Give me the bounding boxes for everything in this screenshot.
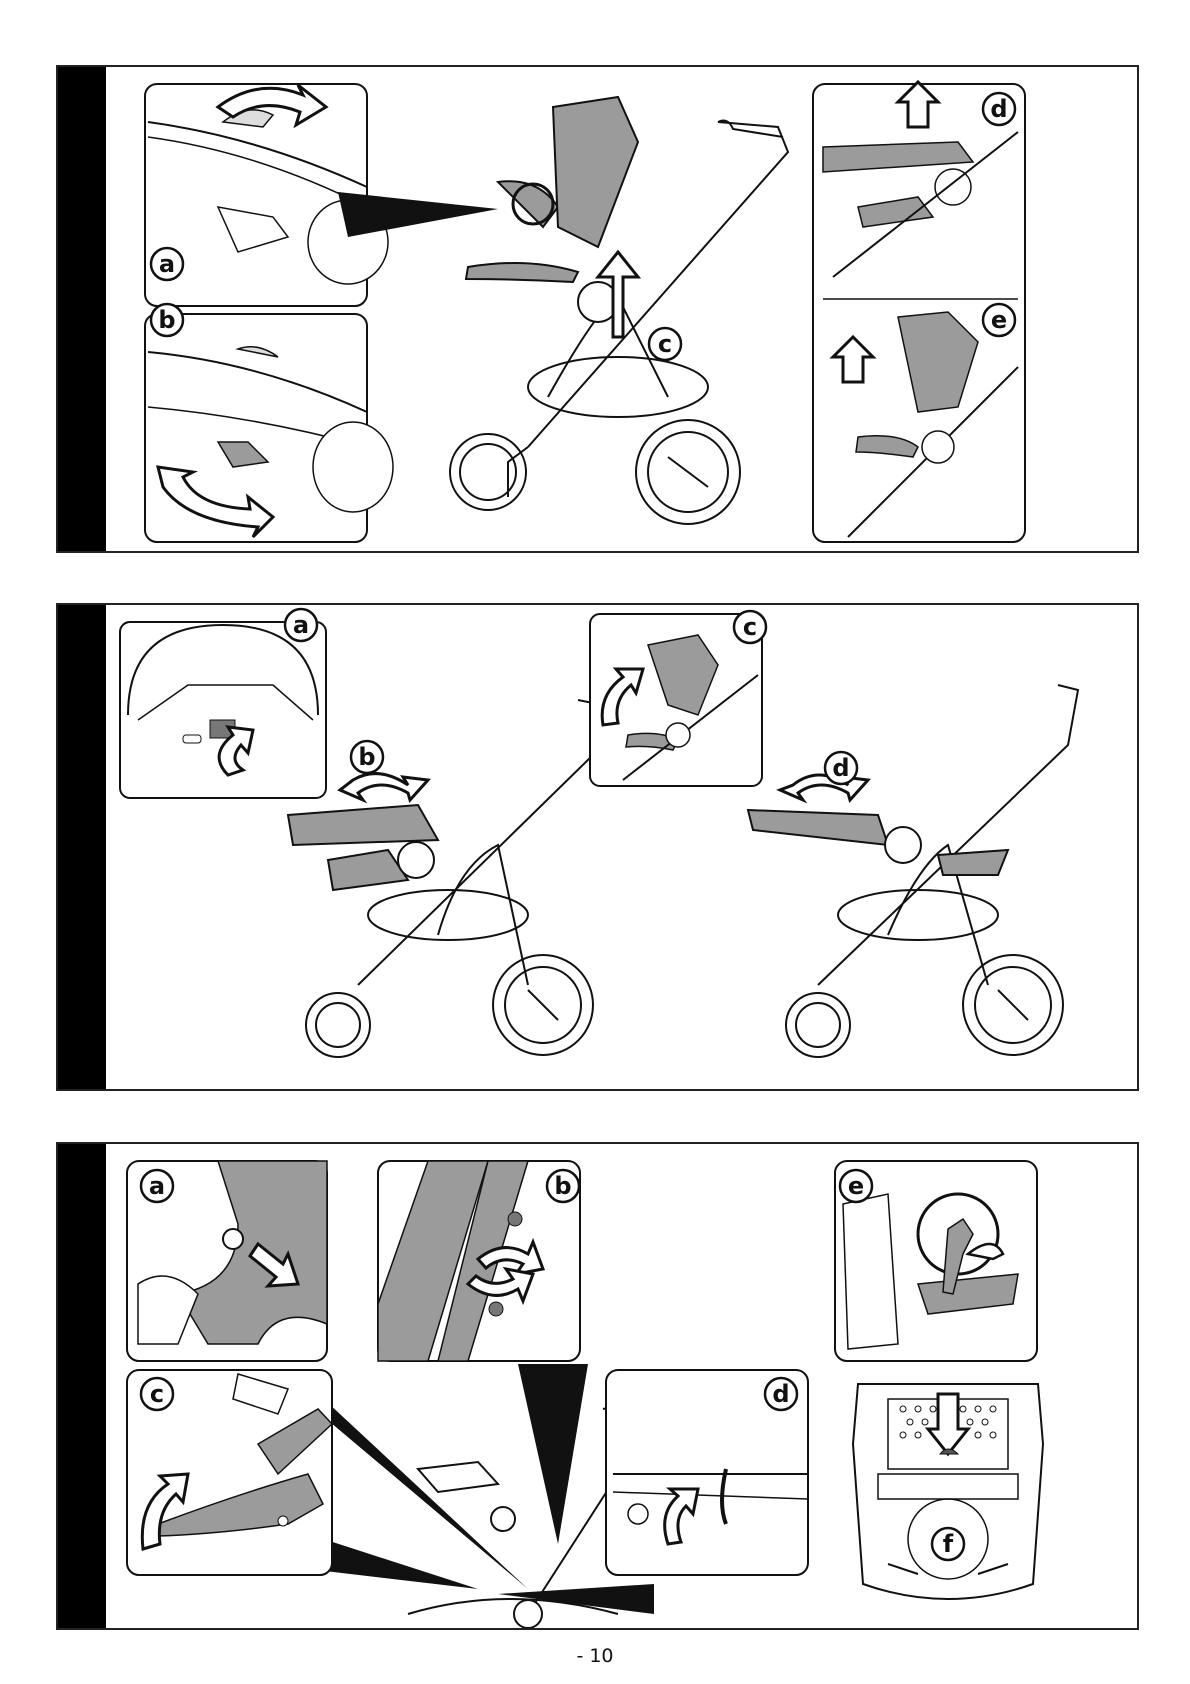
step-label-b: b [547,1170,579,1202]
page-number: - 10 [0,1645,1190,1667]
step-label-d: d [765,1378,797,1410]
step-label-c: c [734,611,766,643]
panel-1-illustration: a b c d e [58,67,1139,553]
step-label-a: a [285,609,317,641]
svg-text:c: c [743,613,757,641]
step-label-f: f [932,1528,964,1560]
svg-text:d: d [990,95,1007,123]
instruction-panel-3: a b c d e f [56,1142,1139,1630]
step-label-c: c [649,328,681,360]
inset-f [853,1384,1043,1599]
step-label-b: b [151,304,183,336]
zoom-wedge-b [518,1364,588,1544]
step-label-d: d [983,93,1015,125]
step-label-c: c [141,1378,173,1410]
svg-text:b: b [554,1172,571,1200]
svg-text:c: c [658,330,672,358]
step-label-e: e [840,1170,872,1202]
step-label-a: a [151,248,183,280]
panel-3-illustration: a b c d e f [58,1144,1139,1630]
svg-text:f: f [943,1530,954,1558]
inset-b [145,314,393,542]
step-label-d: d [825,752,857,784]
step-label-b: b [351,741,383,773]
inset-c [590,614,762,786]
svg-text:d: d [832,754,849,782]
svg-text:a: a [159,250,175,278]
zoom-wedge-c [308,1534,478,1589]
svg-text:e: e [991,306,1007,334]
svg-text:b: b [158,306,175,334]
inset-a [120,622,326,798]
step-label-e: e [983,304,1015,336]
svg-text:b: b [358,743,375,771]
svg-text:e: e [848,1172,864,1200]
panel-2-illustration: a b c d [58,605,1139,1091]
step-label-a: a [141,1170,173,1202]
zoom-wedge [338,192,498,237]
svg-text:a: a [293,611,309,639]
svg-text:c: c [150,1380,164,1408]
stroller-illustration-b [288,700,603,1057]
svg-text:a: a [149,1172,165,1200]
instruction-panel-2: a b c d [56,603,1139,1091]
stroller-illustration-d [748,685,1078,1057]
stroller-illustration [450,97,788,524]
svg-text:d: d [772,1380,789,1408]
instruction-panel-1: a b c d e [56,65,1139,553]
